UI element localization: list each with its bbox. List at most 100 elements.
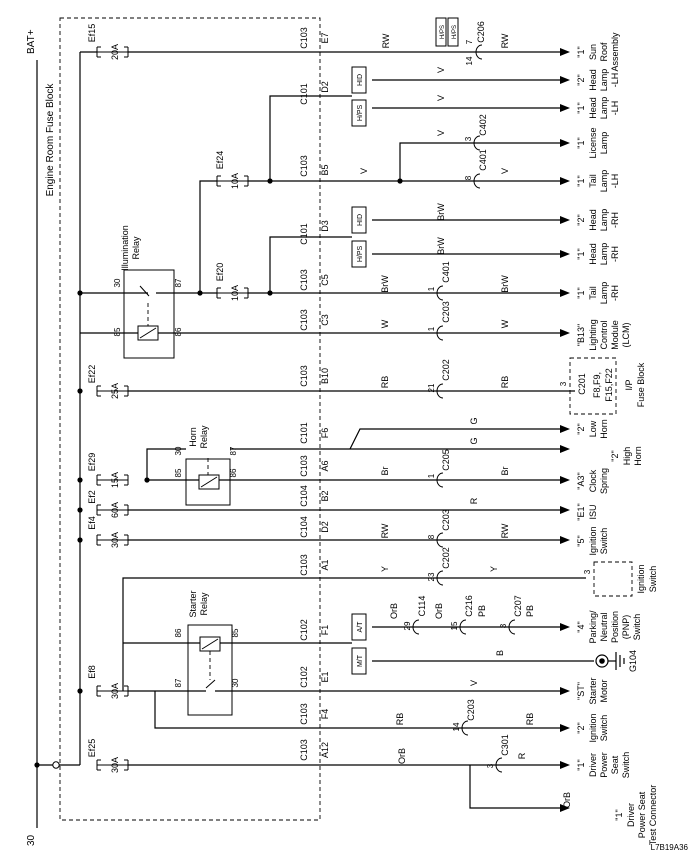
relay-label: Relay	[199, 425, 209, 449]
svg-text:Control: Control	[599, 320, 609, 349]
svg-text:3: 3	[559, 381, 568, 386]
svg-text:(LCM): (LCM)	[621, 323, 631, 348]
svg-text:(PNP): (PNP)	[621, 615, 631, 640]
svg-text:C102: C102	[299, 666, 309, 688]
connector-labels: C103 E7 C101 D2 C103 B5 C101 D3 C103 C5 …	[299, 27, 330, 761]
fuse-name: Ef25	[87, 739, 97, 758]
svg-text:E1: E1	[320, 671, 330, 682]
fuse-name: Ef24	[215, 151, 225, 170]
svg-text:C216: C216	[464, 595, 474, 617]
svg-text:F6: F6	[320, 428, 330, 439]
svg-text:Lamp: Lamp	[599, 209, 609, 232]
svg-text:BrW: BrW	[436, 203, 446, 221]
svg-text:1: 1	[427, 286, 436, 291]
svg-text:C114: C114	[417, 596, 427, 617]
svg-text:7: 7	[465, 39, 474, 44]
fuse-name: Ef8	[87, 665, 97, 679]
svg-text:D3: D3	[320, 220, 330, 232]
fuse-name: Ef4	[87, 516, 97, 530]
svg-text:Seat: Seat	[610, 755, 620, 774]
fuse-ef22: Ef22 25A	[87, 365, 129, 399]
ignition-switch-box: 3 Ignition Switch	[583, 561, 658, 597]
svg-text:BrW: BrW	[380, 275, 390, 293]
svg-text:C301: C301	[500, 734, 510, 756]
svg-text:ISU: ISU	[588, 504, 598, 519]
bat-bus: BAT+ 30	[26, 29, 80, 846]
svg-text:Power: Power	[599, 752, 609, 778]
svg-text:Head: Head	[588, 209, 598, 231]
svg-text:C5: C5	[320, 274, 330, 286]
svg-text:3: 3	[464, 136, 473, 141]
svg-text:C202: C202	[441, 359, 451, 381]
svg-text:30: 30	[231, 678, 240, 687]
svg-text:-RH: -RH	[610, 285, 620, 301]
svg-text:"5": "5"	[576, 535, 586, 546]
svg-text:D2: D2	[320, 81, 330, 93]
svg-text:RB: RB	[525, 713, 535, 726]
svg-text:30: 30	[113, 278, 122, 287]
svg-text:PB: PB	[525, 605, 535, 617]
fuse-ef29: Ef29 15A	[87, 453, 129, 488]
svg-text:Tail: Tail	[588, 286, 598, 300]
svg-text:C207: C207	[513, 595, 523, 617]
svg-text:OrB: OrB	[562, 792, 572, 808]
svg-text:Driver: Driver	[626, 803, 636, 827]
svg-text:H/PS: H/PS	[357, 105, 364, 122]
svg-text:C203: C203	[466, 699, 476, 721]
ground-symbol: G104	[595, 650, 638, 672]
fuse-ef8: Ef8 30A	[87, 665, 129, 699]
svg-text:"1": "1"	[576, 248, 586, 259]
svg-text:Switch: Switch	[599, 528, 609, 555]
svg-text:RW: RW	[380, 523, 390, 538]
bat-bottom-label: 30	[26, 834, 37, 846]
fuse-amp: 30A	[110, 683, 120, 699]
svg-text:"1": "1"	[576, 175, 586, 186]
svg-text:3: 3	[499, 623, 508, 628]
svg-text:29: 29	[403, 621, 412, 630]
svg-text:"E1": "E1"	[576, 503, 586, 520]
svg-text:RB: RB	[395, 713, 405, 726]
svg-text:C103: C103	[299, 269, 309, 291]
svg-text:85: 85	[174, 468, 183, 477]
svg-text:85: 85	[231, 628, 240, 637]
svg-text:F4: F4	[320, 709, 330, 720]
svg-text:H/PS: H/PS	[452, 25, 458, 39]
fuse-ef2: Ef2 60A	[87, 490, 129, 518]
svg-text:C206: C206	[476, 21, 486, 43]
svg-text:C201: C201	[577, 373, 587, 395]
svg-text:Head: Head	[588, 97, 598, 119]
svg-text:Ignition: Ignition	[588, 713, 598, 742]
svg-text:V: V	[436, 67, 446, 73]
svg-text:RB: RB	[380, 376, 390, 389]
svg-text:Test Connector: Test Connector	[648, 785, 658, 846]
svg-text:V: V	[500, 168, 510, 174]
fuse-name: Ef2	[87, 490, 97, 504]
svg-text:Ignition: Ignition	[588, 526, 598, 555]
svg-text:-LH: -LH	[610, 73, 620, 88]
svg-text:C102: C102	[299, 619, 309, 641]
starter-relay: Starter Relay 86 85 87 30	[174, 590, 240, 716]
svg-text:86: 86	[174, 628, 183, 637]
svg-text:14: 14	[452, 722, 461, 731]
destination-labels: "1" Sun Roof Assembly "2" Head Lamp -LH …	[576, 32, 658, 845]
svg-text:"1": "1"	[576, 287, 586, 298]
svg-text:"2": "2"	[576, 423, 586, 434]
svg-text:-RH: -RH	[610, 246, 620, 262]
figure-code: L7B19A36	[651, 843, 689, 852]
fuse-amp: 25A	[110, 383, 120, 399]
svg-text:C104: C104	[299, 485, 309, 507]
svg-text:E7: E7	[320, 32, 330, 43]
option-tags: HID H/PS HID H/PS A/T M/T H/PS H/PS	[351, 17, 459, 675]
svg-text:"ST": "ST"	[576, 682, 586, 700]
fuse-block-outline	[59, 17, 321, 821]
svg-text:-LH: -LH	[610, 174, 620, 189]
svg-text:Neutral: Neutral	[599, 612, 609, 641]
svg-text:BrW: BrW	[500, 275, 510, 293]
svg-text:Switch: Switch	[632, 614, 642, 641]
svg-text:D2: D2	[320, 521, 330, 533]
fuse-name: Ef20	[215, 263, 225, 282]
fuse-amp: 60A	[110, 502, 120, 518]
relay-label: Relay	[199, 592, 209, 616]
svg-text:Br: Br	[380, 466, 390, 475]
svg-text:G: G	[469, 417, 479, 424]
